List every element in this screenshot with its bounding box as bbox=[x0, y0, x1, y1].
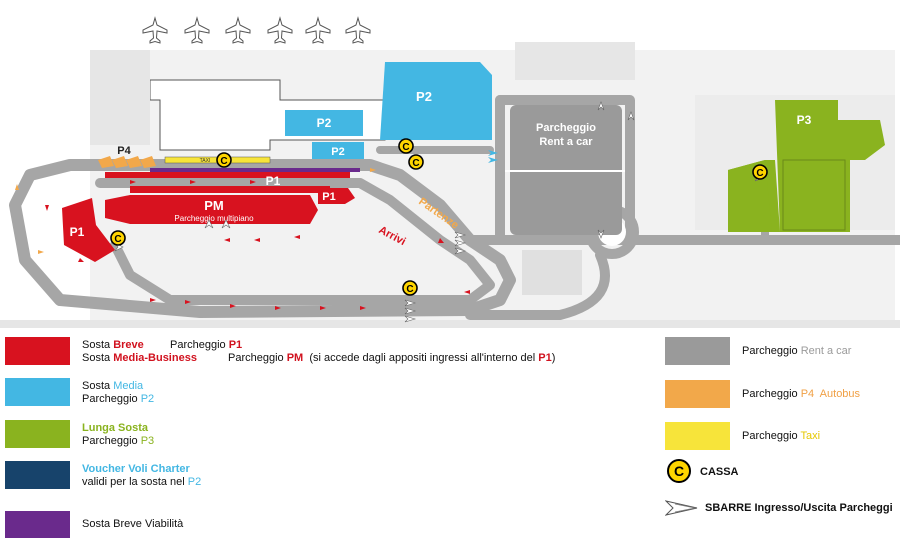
rent-label-1: Parcheggio bbox=[536, 122, 596, 134]
airplane-icon bbox=[345, 17, 371, 44]
cassa-icon: C bbox=[756, 168, 763, 179]
parking-p1-strip bbox=[105, 172, 350, 178]
airplane-icon bbox=[184, 17, 210, 44]
cassa-icon: C bbox=[114, 234, 121, 245]
pm-sublabel: Parcheggio multipiano bbox=[174, 214, 254, 223]
parking-pm bbox=[105, 195, 318, 224]
building-block bbox=[515, 42, 635, 80]
airplane-icons bbox=[142, 17, 371, 44]
building-block bbox=[522, 250, 582, 295]
p3-label: P3 bbox=[797, 113, 812, 127]
rent-label-2: Rent a car bbox=[539, 136, 593, 148]
direction-arrows-orange bbox=[15, 168, 376, 254]
p1-top-label: P1 bbox=[266, 174, 281, 188]
taxi-label: TAXI bbox=[200, 158, 211, 164]
parking-p1-left bbox=[62, 198, 115, 262]
p2-label: P2 bbox=[416, 89, 432, 104]
parking-p3-east bbox=[782, 159, 846, 231]
p2-mid-label: P2 bbox=[317, 116, 332, 130]
parking-p2-main bbox=[380, 62, 492, 140]
building-block bbox=[90, 50, 150, 145]
divider bbox=[0, 320, 900, 328]
direction-arrows bbox=[45, 180, 470, 310]
parking-p2-small bbox=[312, 142, 364, 159]
cassa-icon: C bbox=[220, 156, 227, 167]
parking-p4 bbox=[98, 156, 156, 168]
airplane-icon bbox=[267, 17, 293, 44]
cassa-markers: C C C C C C bbox=[110, 138, 768, 296]
parking-p2-mid bbox=[285, 110, 363, 136]
p2-small-label: P2 bbox=[331, 146, 344, 158]
parking-p1-right bbox=[318, 188, 355, 204]
p1-right-label: P1 bbox=[322, 191, 335, 203]
parking-p1-strip bbox=[130, 186, 330, 193]
pm-label: PM bbox=[204, 198, 224, 213]
p1-left-label: P1 bbox=[70, 225, 85, 239]
airplane-icon bbox=[225, 17, 251, 44]
airplane-icon bbox=[305, 17, 331, 44]
airplane-icon bbox=[142, 17, 168, 44]
cassa-icon: C bbox=[402, 142, 409, 153]
cassa-icon: C bbox=[406, 284, 413, 295]
cassa-icon: C bbox=[412, 158, 419, 169]
road-network bbox=[9, 95, 900, 320]
voucher-markers bbox=[488, 150, 498, 163]
sosta-breve-viabilita-strip bbox=[150, 168, 360, 172]
p4-label: P4 bbox=[117, 145, 131, 157]
